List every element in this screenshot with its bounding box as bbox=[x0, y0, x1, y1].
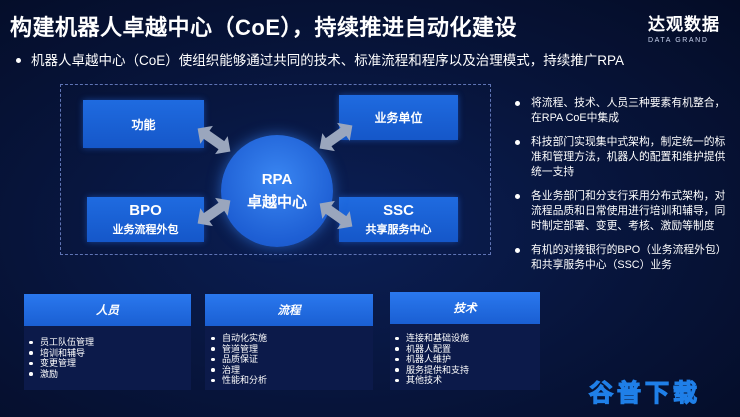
bullet-dot bbox=[16, 57, 21, 63]
bullet-dot bbox=[395, 336, 399, 340]
center-label-line1: RPA bbox=[261, 170, 293, 188]
list-item: 机器人维护 bbox=[392, 354, 469, 365]
list-item: 服务提供和支持 bbox=[392, 365, 469, 376]
list-item-text: 机器人配置 bbox=[406, 343, 452, 354]
box-business-unit-label: 业务单位 bbox=[374, 111, 423, 125]
category-people-header: 人员 bbox=[24, 294, 191, 326]
bullet-dot bbox=[211, 347, 215, 351]
bullet-dot bbox=[29, 372, 33, 376]
bullet-dot bbox=[29, 361, 33, 365]
list-item-text: 连接和基础设施 bbox=[406, 333, 470, 343]
box-ssc-label: SSC bbox=[383, 202, 414, 219]
list-item: 将流程、技术、人员三种要素有机整合，在RPA CoE中集成 bbox=[509, 96, 731, 126]
watermark-logo: 谷普下载 bbox=[588, 378, 701, 407]
box-ssc: SSC 共享服务中心 bbox=[339, 197, 458, 242]
category-technology-header: 技术 bbox=[390, 292, 540, 324]
list-item-text: 变更管理 bbox=[40, 358, 77, 368]
list-item: 各业务部门和分支行采用分布式架构，对流程品质和日常使用进行培训和辅导，同时制定部… bbox=[509, 189, 731, 234]
box-function-label: 功能 bbox=[131, 117, 156, 132]
logo-text-cn: 达观数据 bbox=[648, 15, 720, 34]
list-item-text: 治理 bbox=[222, 364, 241, 375]
list-item-text: 自动化实施 bbox=[222, 333, 268, 343]
rpa-coe-circle: RPA 卓越中心 bbox=[221, 135, 333, 247]
list-item: 自动化实施 bbox=[208, 333, 267, 344]
box-bpo-sublabel: 业务流程外包 bbox=[112, 224, 179, 236]
category-people-list: 员工队伍管理 培训和辅导 变更管理 激励 bbox=[26, 337, 94, 379]
list-item: 其他技术 bbox=[392, 375, 469, 386]
category-technology-list: 连接和基础设施 机器人配置 机器人维护 服务提供和支持 其他技术 bbox=[392, 333, 469, 386]
list-item-text: 性能和分析 bbox=[222, 375, 268, 385]
list-item: 连接和基础设施 bbox=[392, 333, 469, 344]
list-item-text: 服务提供和支持 bbox=[406, 364, 470, 375]
bullet-dot bbox=[515, 248, 520, 253]
list-item: 激励 bbox=[26, 369, 94, 380]
list-item: 员工队伍管理 bbox=[26, 337, 94, 348]
subtitle-text: 机器人卓越中心（CoE）使组织能够通过共同的技术、标准流程和程序以及治理模式，持… bbox=[31, 53, 625, 68]
bullet-dot bbox=[515, 101, 520, 106]
box-ssc-sublabel: 共享服务中心 bbox=[365, 224, 432, 236]
bullet-dot bbox=[515, 194, 520, 199]
double-arrow-icon bbox=[197, 197, 231, 227]
list-item-text: 品质保证 bbox=[222, 354, 259, 364]
bullet-dot bbox=[395, 368, 399, 372]
list-item-text: 培训和辅导 bbox=[40, 347, 86, 358]
bullet-dot bbox=[211, 336, 215, 340]
list-item: 治理 bbox=[208, 365, 267, 376]
category-process-list: 自动化实施 管道管理 品质保证 治理 性能和分析 bbox=[208, 333, 267, 386]
bullet-dot bbox=[29, 340, 33, 344]
double-arrow-icon bbox=[319, 122, 353, 152]
box-bpo: BPO 业务流程外包 bbox=[87, 197, 204, 242]
list-item-text: 科技部门实现集中式架构，制定统一的标准和管理方法，机器人的配置和维护提供统一支持 bbox=[531, 136, 726, 178]
list-item-text: 员工队伍管理 bbox=[40, 337, 95, 347]
list-item-text: 有机的对接银行的BPO（业务流程外包）和共享服务中心（SSC）业务 bbox=[531, 244, 727, 271]
logo-text-en: DATA GRAND bbox=[648, 37, 709, 44]
list-item-text: 各业务部门和分支行采用分布式架构，对流程品质和日常使用进行培训和辅导，同时制定部… bbox=[531, 190, 726, 232]
list-item-text: 将流程、技术、人员三种要素有机整合，在RPA CoE中集成 bbox=[531, 97, 726, 124]
list-item: 管道管理 bbox=[208, 344, 267, 355]
center-label-line2: 卓越中心 bbox=[246, 193, 307, 211]
list-item-text: 激励 bbox=[40, 368, 59, 379]
list-item-text: 机器人维护 bbox=[406, 354, 452, 364]
list-item-text: 其他技术 bbox=[406, 375, 443, 385]
bullet-dot bbox=[211, 378, 215, 382]
box-bpo-label: BPO bbox=[129, 202, 162, 219]
bullet-dot bbox=[211, 357, 215, 361]
box-business-unit: 业务单位 bbox=[339, 95, 458, 140]
bullet-dot bbox=[395, 357, 399, 361]
subtitle: 机器人卓越中心（CoE）使组织能够通过共同的技术、标准流程和程序以及治理模式，持… bbox=[16, 49, 624, 69]
list-item: 有机的对接银行的BPO（业务流程外包）和共享服务中心（SSC）业务 bbox=[509, 243, 731, 273]
page-title: 构建机器人卓越中心（CoE），持续推进自动化建设 bbox=[10, 15, 518, 40]
list-item-text: 管道管理 bbox=[222, 343, 259, 354]
list-item: 性能和分析 bbox=[208, 375, 267, 386]
double-arrow-icon bbox=[197, 125, 231, 155]
watermark-text: 谷普下载 bbox=[589, 379, 701, 407]
list-item: 品质保证 bbox=[208, 354, 267, 365]
bullet-dot bbox=[211, 368, 215, 372]
diagram-frame bbox=[60, 84, 491, 255]
category-process-header: 流程 bbox=[205, 294, 373, 326]
list-item: 机器人配置 bbox=[392, 344, 469, 355]
list-item: 科技部门实现集中式架构，制定统一的标准和管理方法，机器人的配置和维护提供统一支持 bbox=[509, 135, 731, 180]
bullet-dot bbox=[515, 140, 520, 145]
bullet-dot bbox=[29, 351, 33, 355]
bullet-dot bbox=[395, 347, 399, 351]
list-item: 培训和辅导 bbox=[26, 348, 94, 359]
key-points-list: 将流程、技术、人员三种要素有机整合，在RPA CoE中集成 科技部门实现集中式架… bbox=[509, 96, 731, 282]
list-item: 变更管理 bbox=[26, 358, 94, 369]
double-arrow-icon bbox=[319, 200, 353, 230]
box-function: 功能 bbox=[83, 100, 204, 148]
bullet-dot bbox=[395, 378, 399, 382]
brand-logo: 达观数据 DATA GRAND bbox=[648, 10, 732, 44]
